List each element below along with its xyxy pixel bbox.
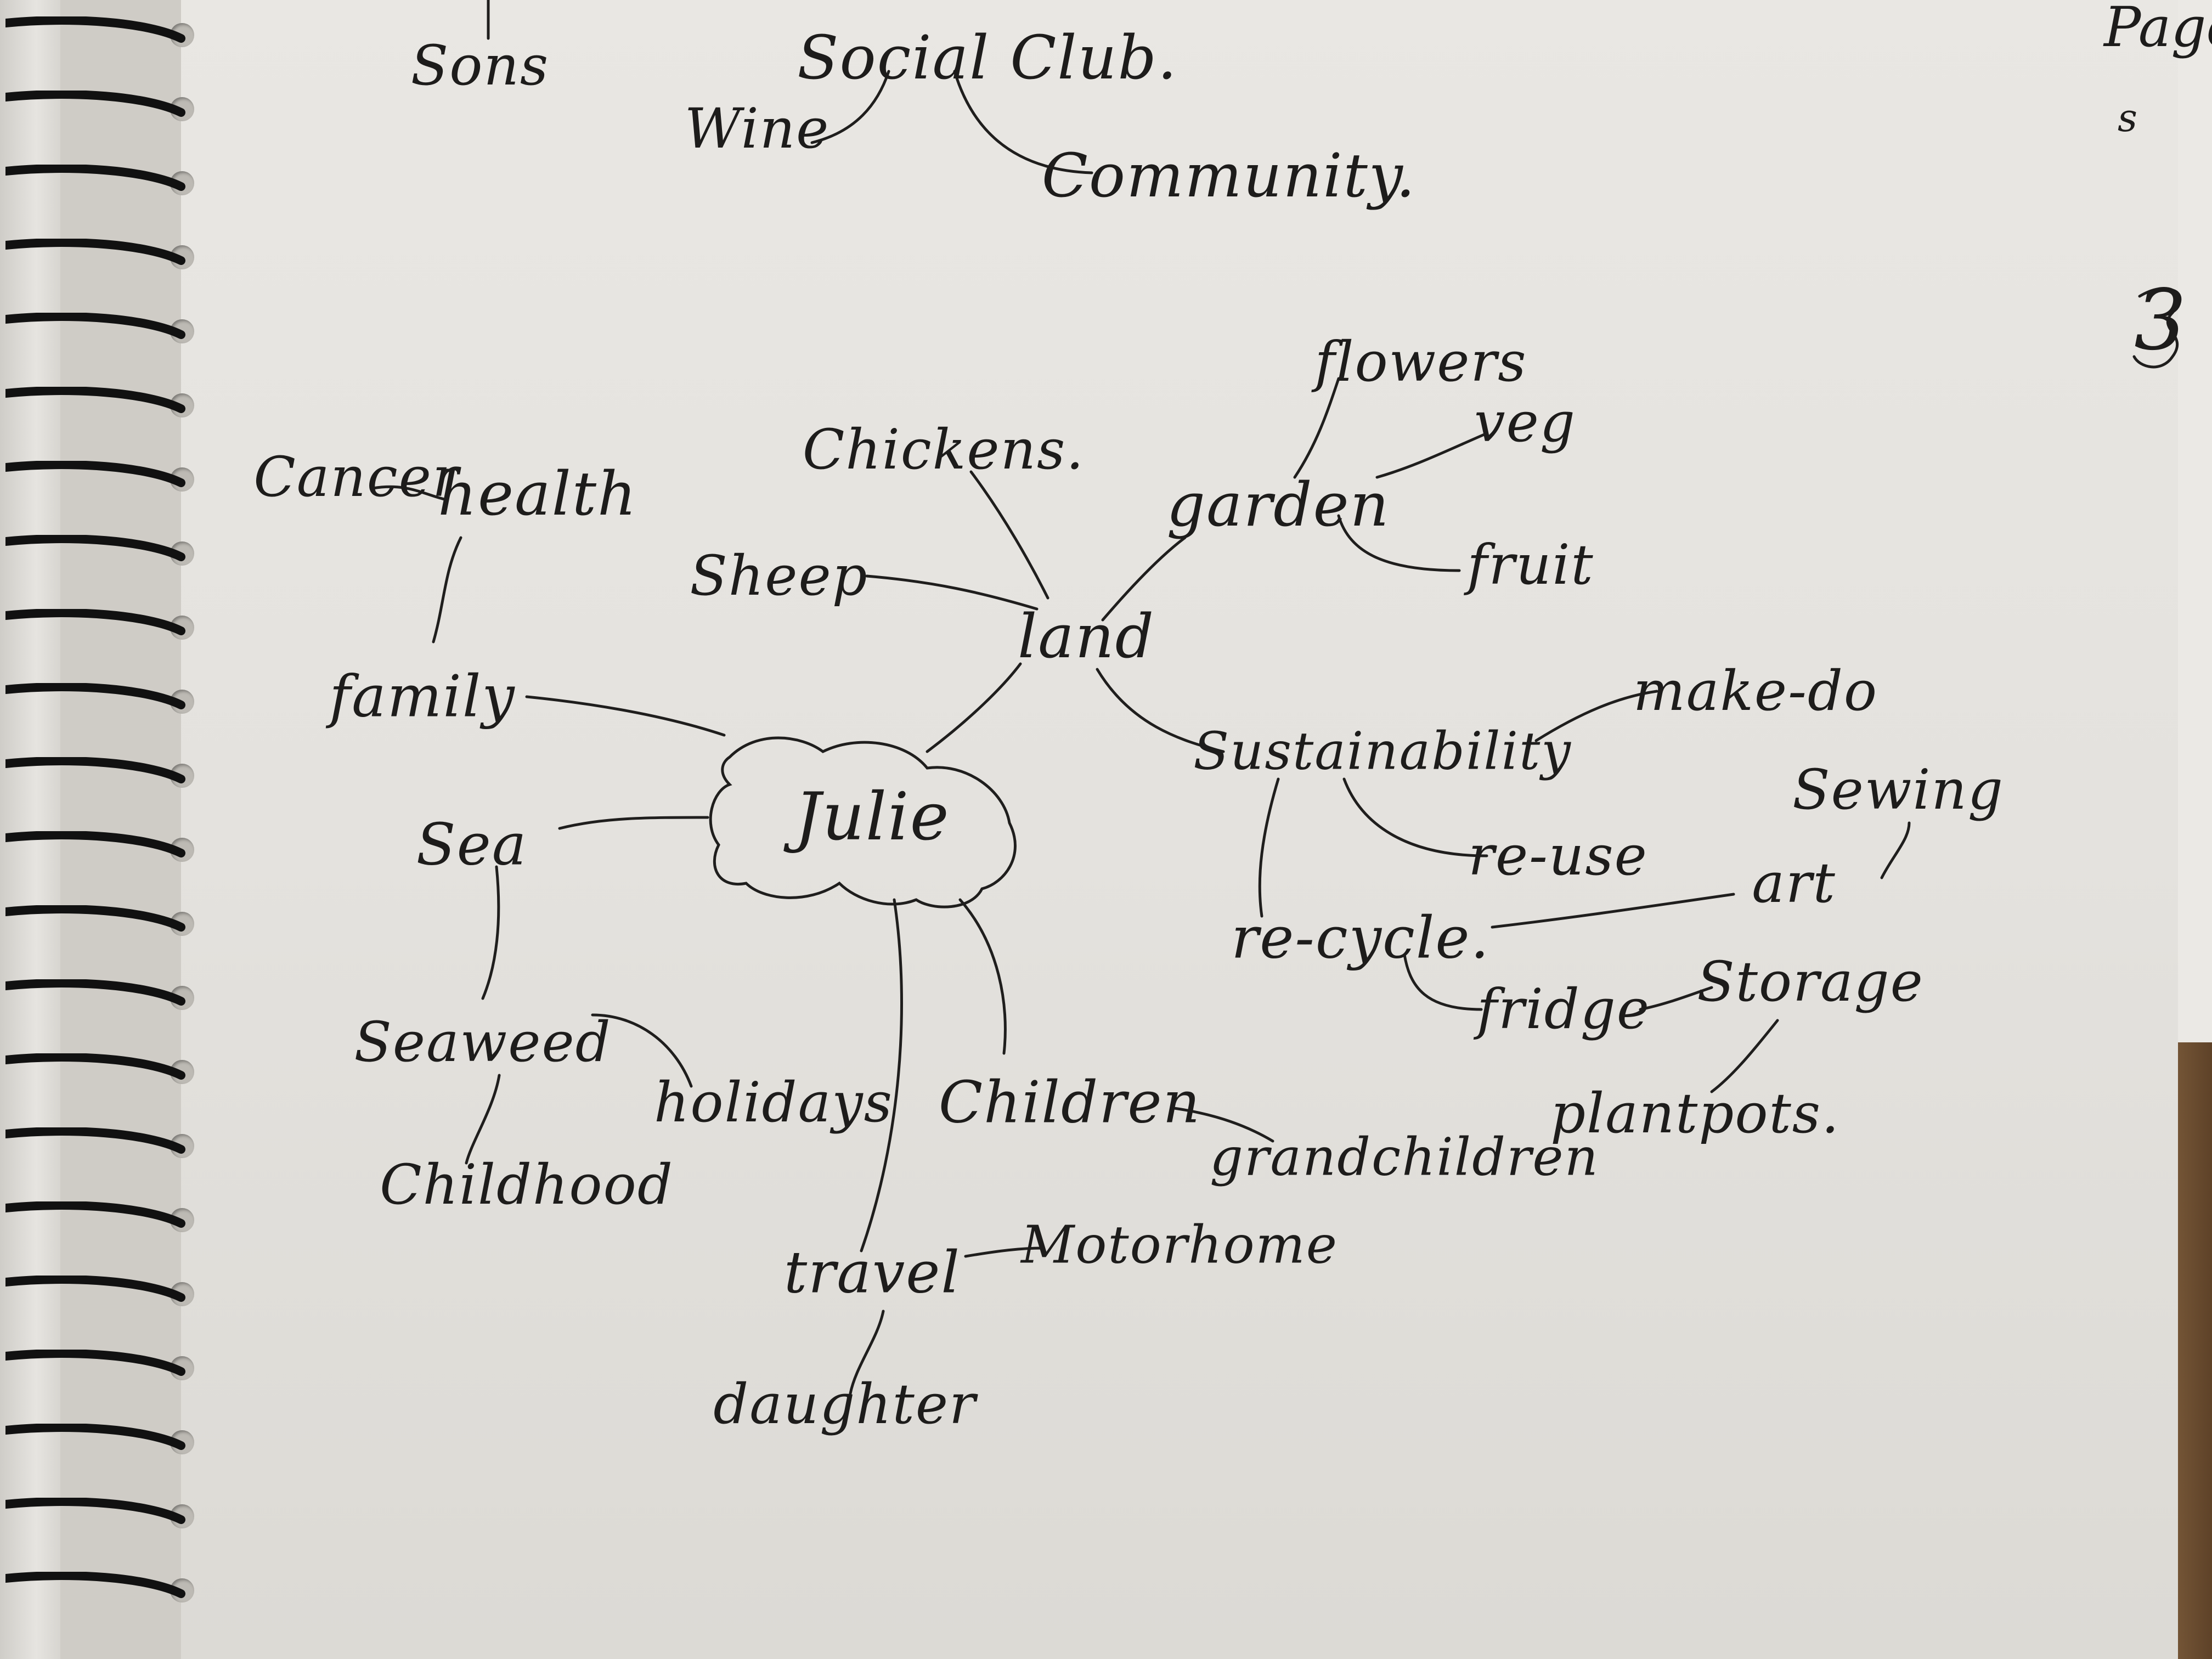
edge-sustainability-re-use [1342, 777, 1488, 857]
edge-travel-motorhome [964, 1246, 1044, 1258]
node-flowers: flowers [1314, 330, 1527, 394]
edge-seaweed-holidays [591, 1013, 693, 1088]
node-sustainability: Sustainability [1193, 721, 1572, 782]
node-cancer: Cancer [253, 445, 460, 509]
node-chickens: Chickens. [802, 417, 1085, 482]
edge-julie-family [525, 695, 726, 737]
node-fridge: fridge [1476, 977, 1651, 1041]
notebook-page [181, 0, 2178, 1659]
node-sheep: Sheep [690, 544, 868, 608]
node-art: art [1752, 851, 1836, 915]
edge-land-garden [1101, 536, 1187, 622]
edge-land-sustainability [1096, 668, 1225, 753]
spiral-coil [5, 979, 185, 1006]
node-make-do: make-do [1633, 659, 1878, 723]
edge-social-club-wine [810, 70, 890, 144]
node-julie-center: Julie [794, 779, 950, 855]
spiral-coil [5, 461, 185, 487]
node-travel: travel [783, 1239, 961, 1306]
page-right-fragment: s [2118, 95, 2137, 140]
edge-social-club-community [953, 70, 1093, 174]
spiral-coil [5, 683, 185, 709]
edge-sustainability-make-do [1534, 690, 1658, 742]
edge-garden-flowers [1293, 377, 1340, 479]
edge-family-health [432, 536, 462, 644]
spiral-coil [5, 1053, 185, 1080]
page-top-right-word: Page [2104, 0, 2212, 59]
edge-julie-land [926, 662, 1022, 753]
node-social-club: Social Club. [797, 22, 1178, 93]
spiral-coil [5, 1127, 185, 1154]
edge-seaweed-childhood [465, 1074, 501, 1165]
page-number-label: 3 [2134, 273, 2187, 369]
node-daughter: daughter [713, 1372, 977, 1436]
spiral-coil [5, 1424, 185, 1450]
spiral-coil [5, 239, 185, 265]
spiral-coil [5, 1498, 185, 1524]
node-grandchildren: grandchildren [1210, 1127, 1599, 1188]
spiral-coil [5, 91, 185, 117]
spiral-binding-strip [0, 0, 60, 1659]
edge-health-cancer [371, 485, 446, 501]
node-plantpots: plantpots. [1550, 1081, 1840, 1146]
spiral-coil [5, 313, 185, 339]
edge-julie-travel [860, 898, 903, 1252]
spiral-coil [5, 609, 185, 635]
edge-sustainability-re-cycle [1258, 777, 1280, 918]
edge-travel-daughter [849, 1310, 885, 1395]
page-number-3 [2132, 287, 2180, 369]
node-storage: Storage [1697, 950, 1924, 1014]
edge-storage-plantpots [1710, 1019, 1779, 1093]
node-land: land [1017, 601, 1155, 672]
edge-children-grandchildren [1172, 1107, 1274, 1143]
edge-re-cycle-fridge [1403, 953, 1483, 1011]
edge-sea-seaweed [481, 865, 500, 1000]
spiral-coil [5, 165, 185, 191]
spiral-coil [5, 757, 185, 783]
edge-land-chickens [969, 470, 1049, 600]
node-fruit: fruit [1467, 533, 1594, 597]
edge-julie-sea [558, 816, 709, 830]
node-seaweed: Seaweed [354, 1010, 612, 1074]
node-holidays: holidays [653, 1070, 894, 1135]
node-re-cycle: re-cycle. [1231, 904, 1490, 972]
spiral-coil [5, 16, 185, 43]
edge-julie-children [958, 898, 1007, 1055]
edge-re-cycle-art [1491, 893, 1735, 929]
node-community: Community. [1041, 140, 1417, 211]
spiral-coil [5, 1276, 185, 1302]
node-childhood: Childhood [380, 1153, 674, 1217]
spiral-coil [5, 1572, 185, 1598]
node-sons: Sons [410, 33, 550, 98]
node-sea: Sea [416, 811, 528, 878]
node-sewing: Sewing [1792, 758, 2004, 822]
spiral-coil [5, 387, 185, 413]
spiral-coil [5, 905, 185, 932]
node-veg: veg [1474, 390, 1576, 454]
spiral-coil [5, 535, 185, 561]
node-motorhome: Motorhome [1021, 1215, 1338, 1276]
spiral-coil [5, 1350, 185, 1376]
center-cloud-outline [709, 736, 1017, 909]
edge-land-sheep [865, 574, 1039, 611]
node-children: Children [938, 1069, 1201, 1136]
edge-art-sewing [1880, 821, 1911, 879]
node-family: family [329, 663, 516, 730]
edge-garden-fruit [1337, 514, 1461, 572]
node-wine: Wine [684, 97, 830, 161]
node-re-use: re-use [1468, 823, 1648, 888]
node-garden: garden [1166, 470, 1390, 540]
spiral-coil [5, 1201, 185, 1228]
node-health: health [438, 459, 637, 529]
spiral-coil [5, 831, 185, 857]
edge-garden-veg [1375, 432, 1488, 479]
edge-fridge-storage [1639, 986, 1713, 1011]
